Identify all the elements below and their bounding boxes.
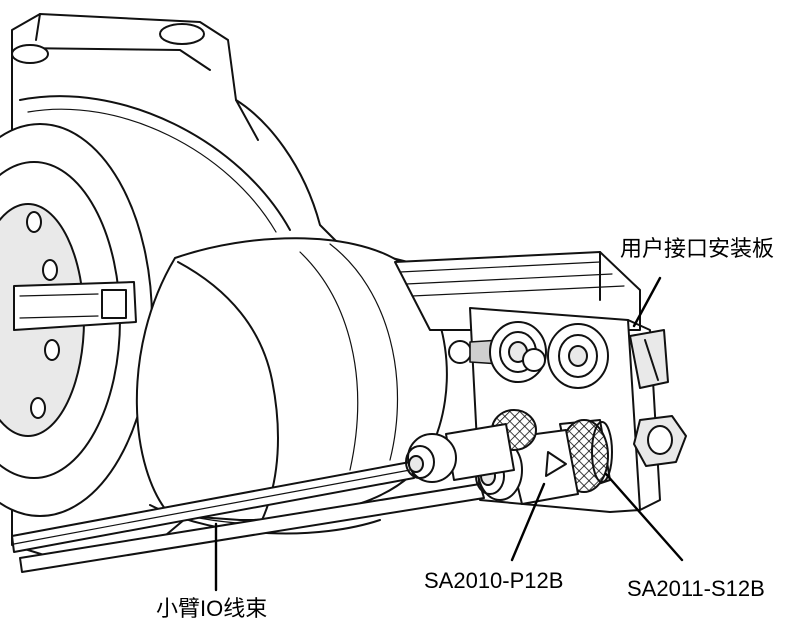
label-forearm-io-harness: 小臂IO线束 [156, 596, 267, 621]
leader-sa2010-p12b [510, 482, 546, 562]
io-cable-bundle [11, 461, 485, 573]
hex-nut [633, 415, 687, 467]
label-user-interface-plate: 用户接口安装板 [620, 236, 774, 261]
label-sa2010-p12b: SA2010-P12B [424, 568, 563, 593]
joint-flange [0, 123, 153, 517]
top-socket-right [522, 323, 609, 389]
label-sa2011-s12b: SA2011-S12B [627, 576, 765, 601]
leader-user-interface-plate [632, 276, 662, 328]
connector-housing-box [394, 251, 641, 331]
cable-end-connector [405, 409, 537, 483]
leader-sa2011-s12b [604, 472, 684, 562]
